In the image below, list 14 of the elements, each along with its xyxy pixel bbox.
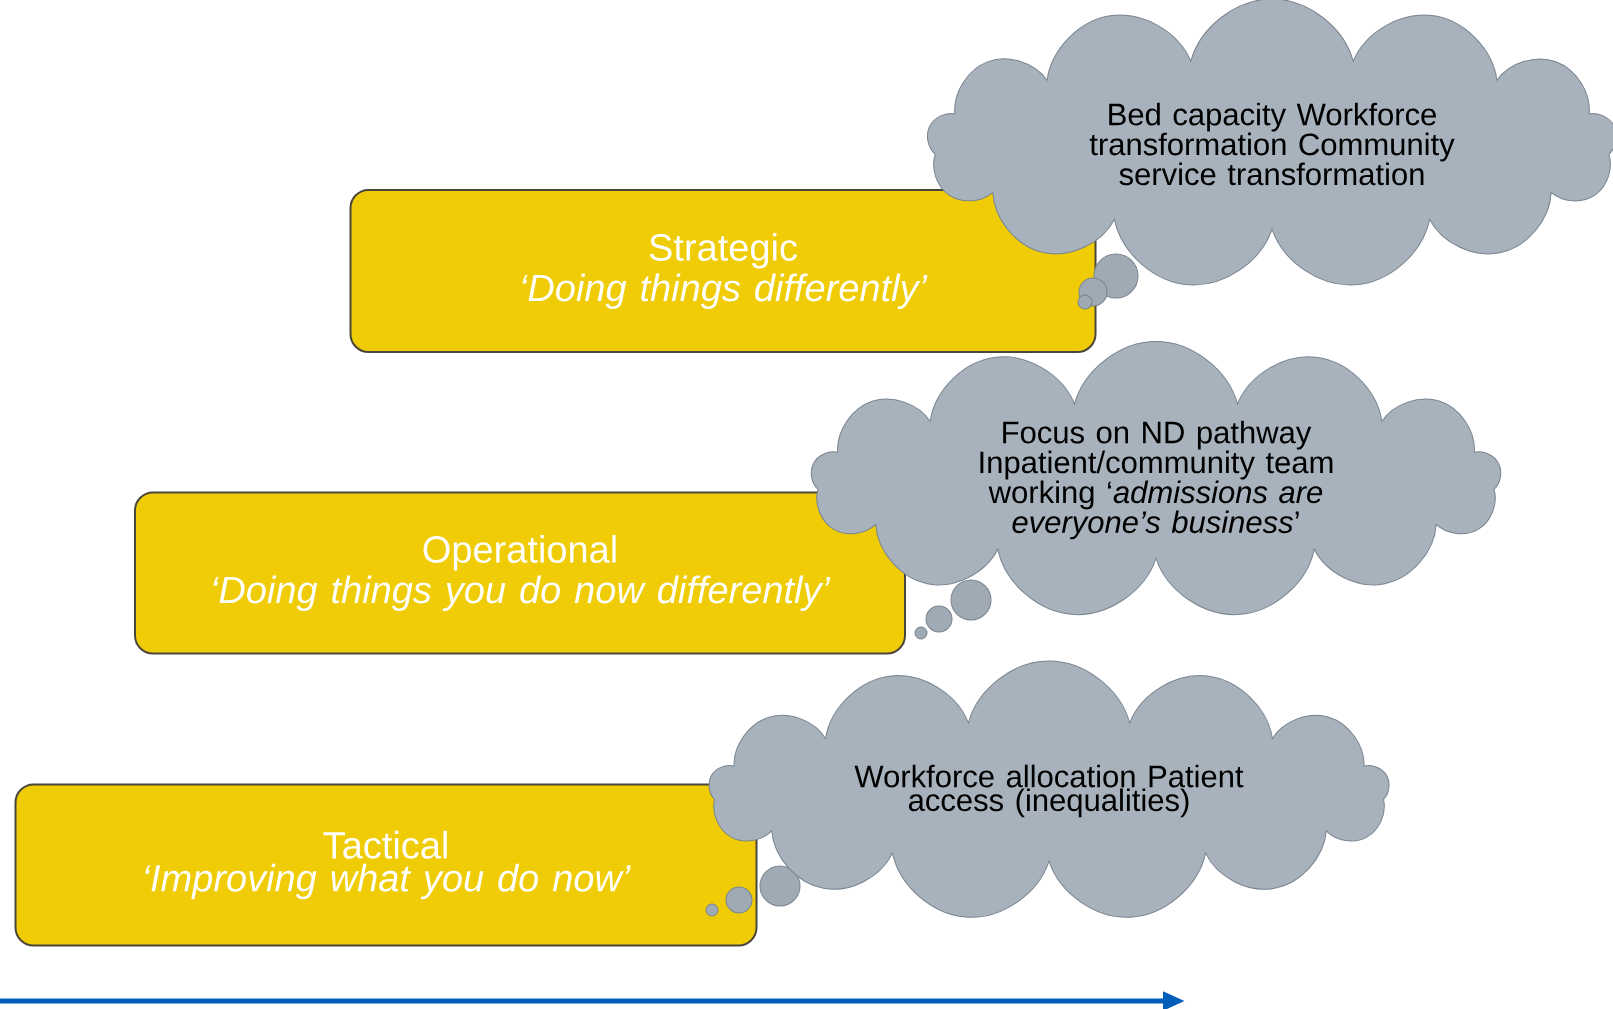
subtitle-text: ‘Doing things differently’ (522, 273, 928, 309)
cloud-text: Workforce allocation Patient access (inequalities) (854, 764, 1244, 818)
heading-text: Strategic (649, 233, 797, 269)
heading-text: Tactical (323, 830, 447, 859)
thought-cloud (708, 660, 1390, 918)
thought-cloud (926, 0, 1613, 286)
cloud-text: Bed capacity Workforce transformation Community service transformation (1089, 102, 1455, 186)
level-box (349, 189, 1097, 353)
level-box (134, 491, 906, 655)
subtitle-text: ‘Doing things you do now differently’ (213, 575, 831, 611)
subtitle-text: ‘Improving what you do now’ (145, 863, 631, 900)
heading-text: Operational (423, 535, 616, 571)
level-box (14, 783, 758, 947)
cloud-text: Focus on ND pathway Inpatient/community team working ‘admissions are everyone’s business’ (980, 420, 1333, 540)
